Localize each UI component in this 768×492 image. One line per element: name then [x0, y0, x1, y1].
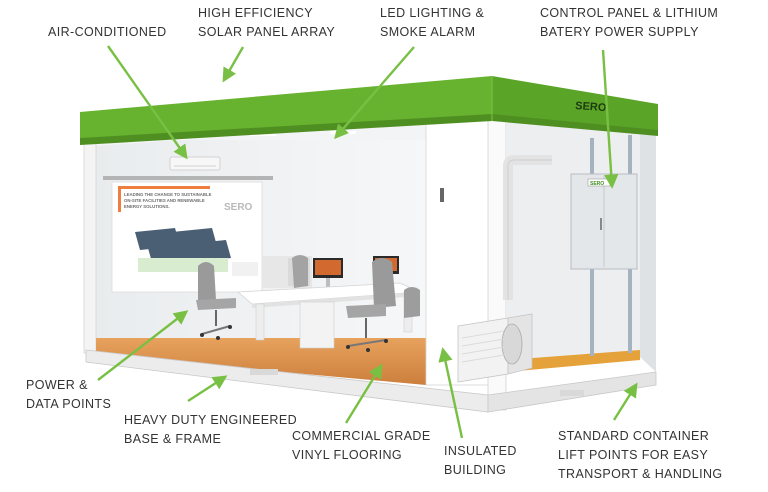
label-power-data: POWER & DATA POINTS: [26, 376, 111, 414]
arrow-solar: [222, 46, 245, 83]
office-furniture: [196, 255, 421, 352]
arrow-control-panel: [601, 49, 619, 189]
label-led-line-2: SMOKE ALARM: [380, 25, 476, 39]
arrow-led: [334, 46, 415, 140]
label-insulated-building: INSULATED BUILDING: [444, 442, 517, 480]
label-air-conditioned: AIR-CONDITIONED: [48, 23, 167, 42]
arrow-air-conditioned: [107, 45, 188, 160]
callout-arrows: [97, 45, 638, 439]
label-lift-line-3: TRANSPORT & HANDLING: [558, 467, 723, 481]
label-control-panel-line-2: BATERY POWER SUPPLY: [540, 25, 699, 39]
label-solar-line-1: HIGH EFFICIENCY: [198, 6, 314, 20]
arrow-base: [187, 375, 228, 403]
label-power-line-2: DATA POINTS: [26, 397, 112, 411]
label-vinyl-line-2: VINYL FLOORING: [292, 448, 403, 462]
label-solar-line-2: SOLAR PANEL ARRAY: [198, 25, 336, 39]
label-vinyl-line-1: COMMERCIAL GRADE: [292, 429, 431, 443]
label-lift-line-2: LIFT POINTS FOR EASY: [558, 448, 709, 462]
label-vinyl-flooring: COMMERCIAL GRADE VINYL FLOORING: [292, 427, 431, 465]
outdoor-ac-unit: [457, 313, 533, 383]
label-base-frame: HEAVY DUTY ENGINEERED BASE & FRAME: [124, 411, 297, 449]
poster-logo: SERO: [224, 202, 253, 213]
poster-headline-line-3: ENERGY SOLUTIONS.: [124, 204, 170, 209]
label-solar-panel: HIGH EFFICIENCY SOLAR PANEL ARRAY: [198, 4, 335, 42]
control-panel-badge: SERO: [590, 181, 604, 187]
label-insulated-line-1: INSULATED: [444, 444, 517, 458]
label-led-lighting: LED LIGHTING & SMOKE ALARM: [380, 4, 484, 42]
roof-logo: SERO: [575, 100, 607, 114]
label-lift-line-1: STANDARD CONTAINER: [558, 429, 710, 443]
air-conditioner-unit: [169, 156, 221, 171]
label-base-line-2: BASE & FRAME: [124, 432, 222, 446]
arrow-vinyl: [344, 363, 383, 424]
label-insulated-line-2: BUILDING: [444, 463, 507, 477]
poster-headline-line-1: LEADING THE CHANGE TO SUSTAINABLE: [124, 192, 212, 197]
label-control-panel: CONTROL PANEL & LITHIUM BATERY POWER SUP…: [540, 4, 718, 42]
arrow-power: [97, 310, 189, 381]
label-air-conditioned-line-1: AIR-CONDITIONED: [48, 25, 167, 39]
label-power-line-1: POWER &: [26, 378, 88, 392]
poster-headline-line-2: ON-SITE FACILITIES AND RENEWABLE: [124, 198, 205, 203]
label-lift-points: STANDARD CONTAINER LIFT POINTS FOR EASY …: [558, 427, 723, 484]
green-roof: [80, 76, 658, 145]
control-panel-cabinet: SERO: [570, 173, 638, 270]
label-led-line-1: LED LIGHTING &: [380, 6, 485, 20]
arrow-insulated: [438, 347, 464, 439]
arrow-lift-points: [612, 382, 638, 421]
wall-poster: LEADING THE CHANGE TO SUSTAINABLE ON-SIT…: [103, 176, 273, 293]
label-control-panel-line-1: CONTROL PANEL & LITHIUM: [540, 6, 719, 20]
label-base-line-1: HEAVY DUTY ENGINEERED: [124, 413, 298, 427]
